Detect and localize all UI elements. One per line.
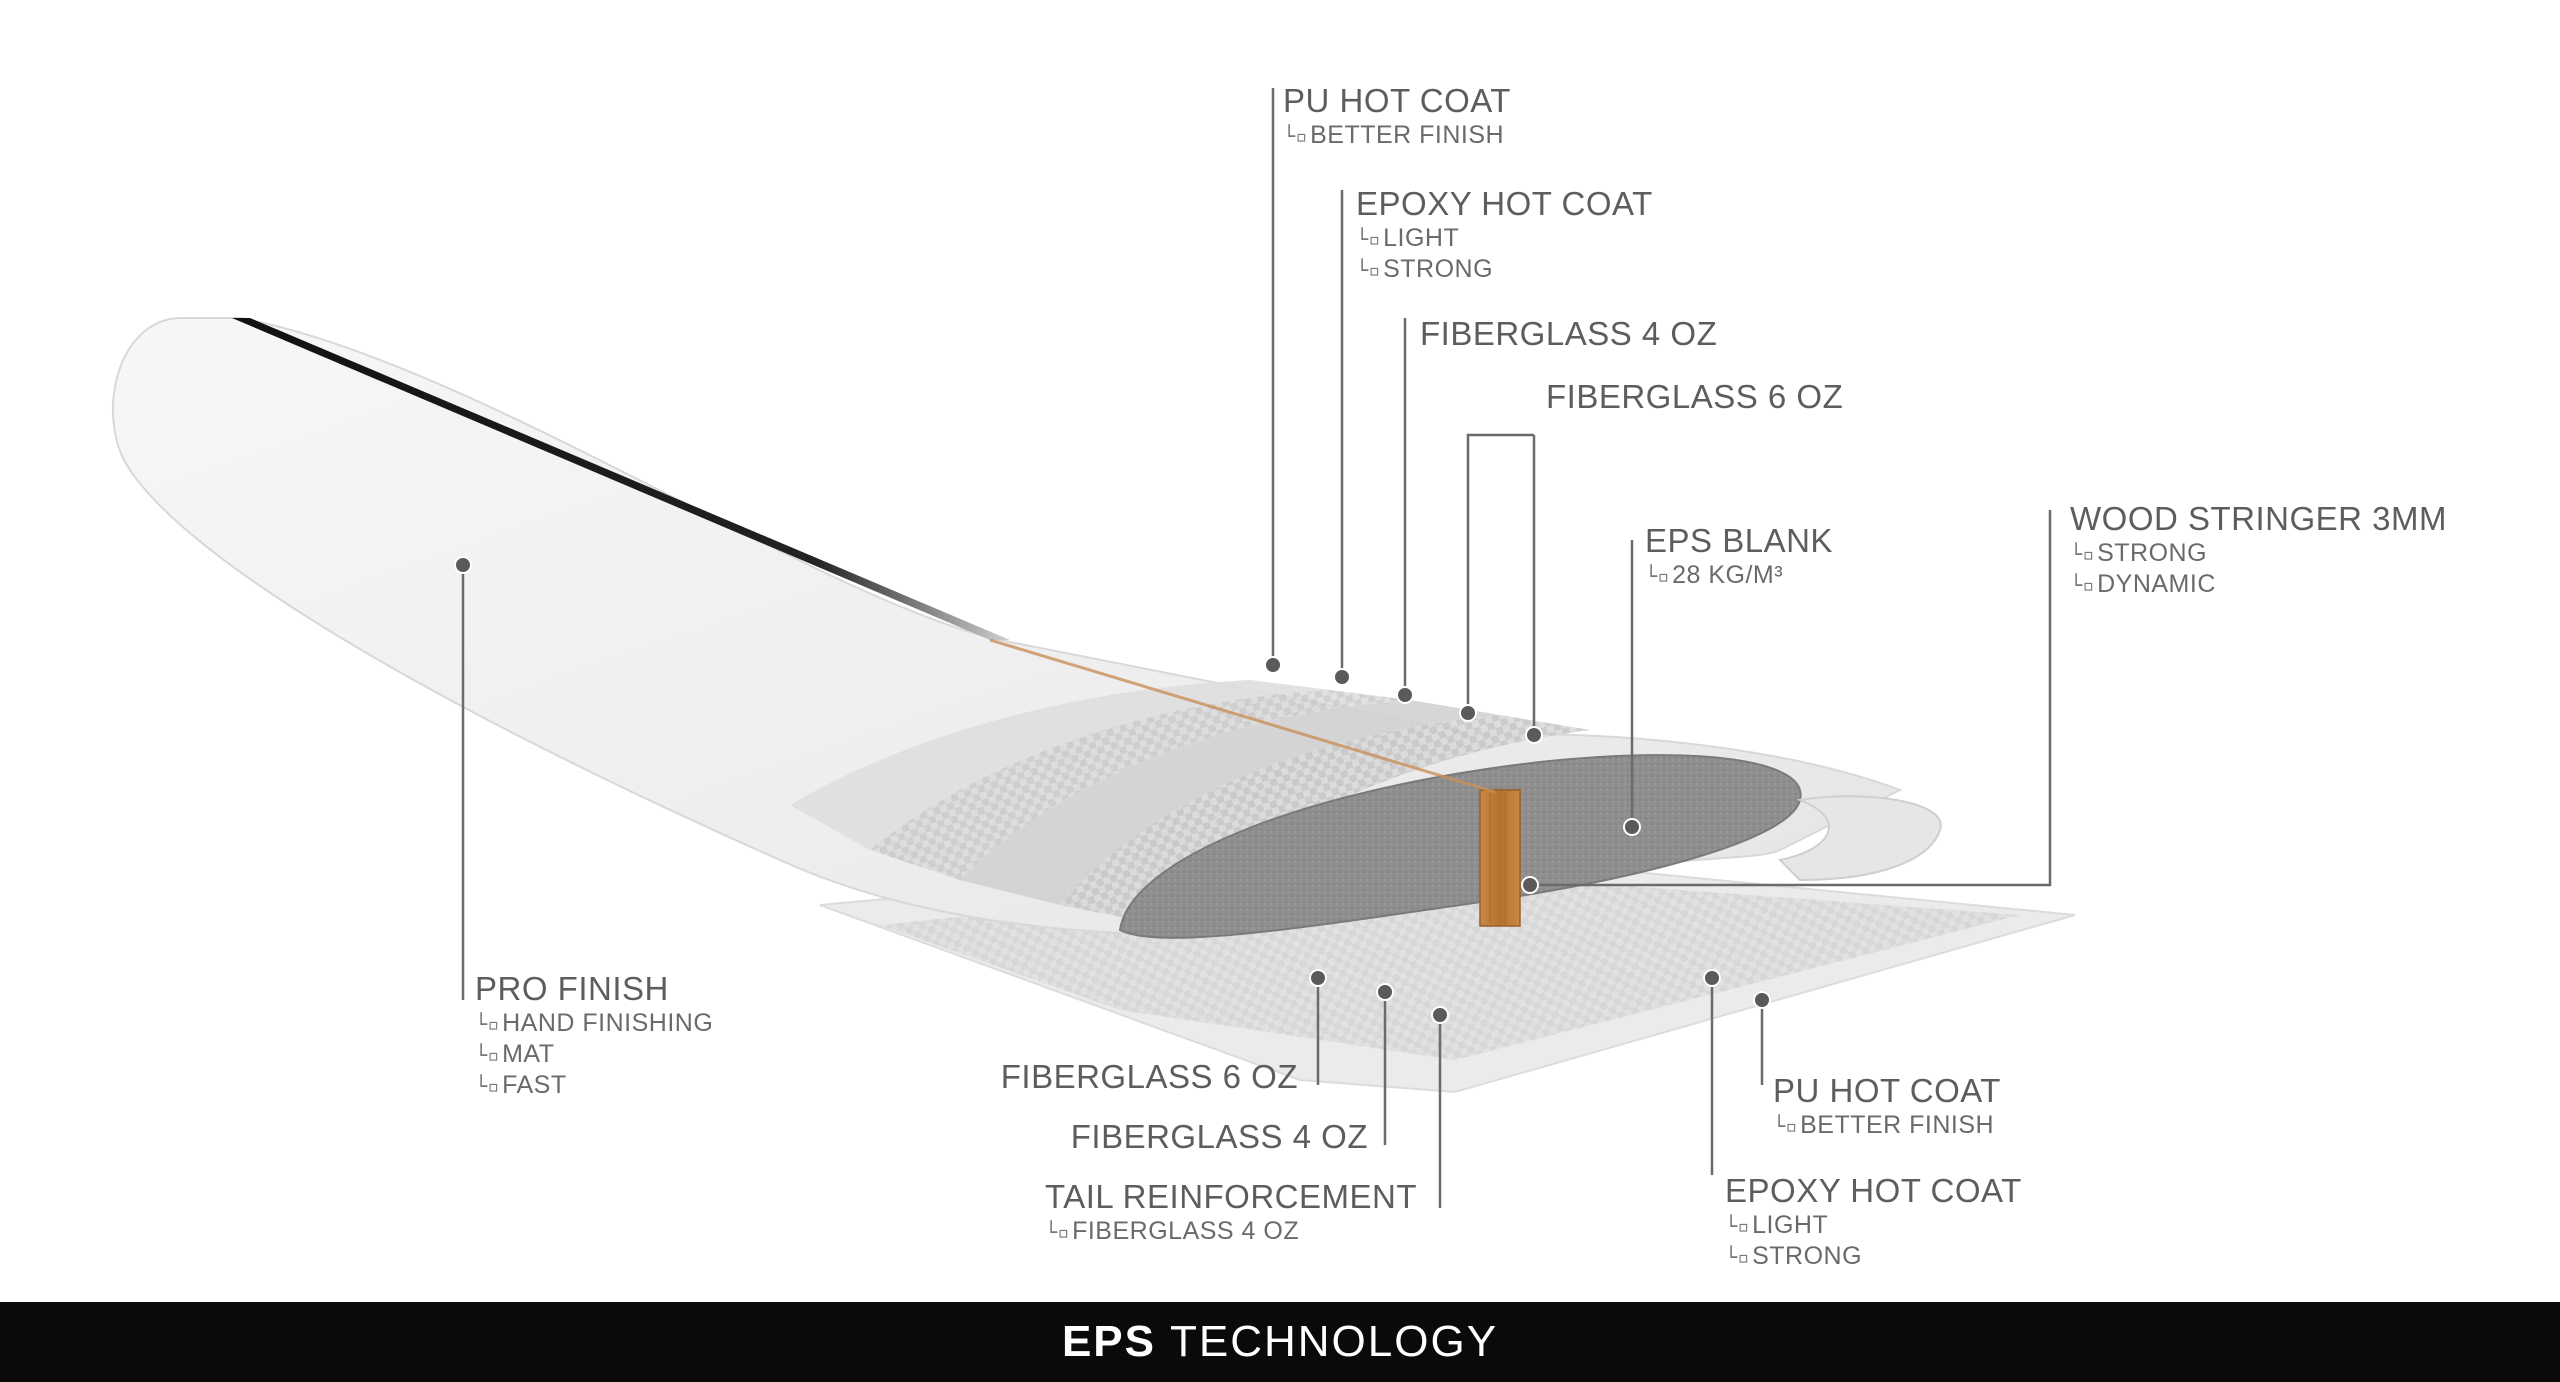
- label-fiberglass-4oz-top: FIBERGLASS 4 OZ: [1420, 315, 1717, 353]
- rail-glass-right: [1777, 795, 1942, 882]
- label-fiberglass-6oz-bottom: FIBERGLASS 6 OZ: [1001, 1058, 1298, 1096]
- label-title: EPS BLANK: [1645, 522, 1833, 559]
- label-title: WOOD STRINGER 3MM: [2070, 500, 2447, 537]
- layer-band-fg4: [960, 700, 1500, 905]
- label-sub: LIGHT: [1752, 1211, 1829, 1239]
- label-title: FIBERGLASS 6 OZ: [1546, 378, 1844, 415]
- label-sub: DYNAMIC: [2097, 570, 2216, 598]
- leader-lines: [461, 88, 2052, 1208]
- footer-text: TECHNOLOGY: [1170, 1317, 1499, 1366]
- label-sub: FIBERGLASS 4 OZ: [1072, 1217, 1300, 1245]
- label-epoxy-hot-coat-bottom: EPOXY HOT COAT └▫LIGHT └▫STRONG: [1725, 1172, 2022, 1272]
- label-sub: FAST: [502, 1071, 567, 1099]
- tree-glyph: └▫: [1283, 124, 1309, 148]
- deck-stripe: [232, 318, 1010, 640]
- label-title: PU HOT COAT: [1283, 82, 1511, 119]
- leader-dots: [454, 556, 1771, 1024]
- tree-glyph: └▫: [475, 1043, 501, 1067]
- label-title: FIBERGLASS 4 OZ: [1420, 315, 1718, 352]
- label-sub: 28 KG/M³: [1672, 561, 1784, 589]
- label-sub: MAT: [502, 1040, 555, 1068]
- tree-glyph: └▫: [1045, 1220, 1071, 1244]
- footer-banner: EPS TECHNOLOGY: [0, 1302, 2560, 1382]
- tree-glyph: └▫: [475, 1074, 501, 1098]
- label-title: PRO FINISH: [475, 970, 669, 1007]
- label-fiberglass-6oz-top: FIBERGLASS 6 OZ: [1546, 378, 1843, 416]
- label-sub: STRONG: [1383, 255, 1494, 283]
- label-pro-finish: PRO FINISH └▫HAND FINISHING └▫MAT └▫FAST: [475, 970, 713, 1101]
- label-tail-reinforcement: TAIL REINFORCEMENT └▫FIBERGLASS 4 OZ: [1045, 1178, 1417, 1247]
- label-eps-blank: EPS BLANK └▫28 KG/M³: [1645, 522, 1833, 591]
- footer-bold-text: EPS: [1061, 1317, 1156, 1366]
- tree-glyph: └▫: [2070, 542, 2096, 566]
- tree-glyph: └▫: [2070, 573, 2096, 597]
- tree-glyph: └▫: [1356, 258, 1382, 282]
- label-title: EPOXY HOT COAT: [1356, 185, 1653, 222]
- label-sub: BETTER FINISH: [1310, 121, 1505, 149]
- layer-band-pu: [790, 680, 1330, 850]
- label-title: PU HOT COAT: [1773, 1072, 2001, 1109]
- label-wood-stringer: WOOD STRINGER 3MM └▫STRONG └▫DYNAMIC: [2070, 500, 2447, 600]
- label-sub: BETTER FINISH: [1800, 1111, 1995, 1139]
- label-fiberglass-4oz-bottom: FIBERGLASS 4 OZ: [1071, 1118, 1368, 1156]
- label-pu-hot-coat-top: PU HOT COAT └▫BETTER FINISH: [1283, 82, 1511, 151]
- tree-glyph: └▫: [1725, 1214, 1751, 1238]
- label-title: EPOXY HOT COAT: [1725, 1172, 2022, 1209]
- label-title: FIBERGLASS 4 OZ: [1070, 1118, 1368, 1155]
- tree-glyph: └▫: [475, 1012, 501, 1036]
- tree-glyph: └▫: [1356, 227, 1382, 251]
- tree-glyph: └▫: [1725, 1245, 1751, 1269]
- tree-glyph: └▫: [1773, 1114, 1799, 1138]
- stringer-deck-line: [989, 638, 1496, 794]
- label-epoxy-hot-coat-top: EPOXY HOT COAT └▫LIGHT └▫STRONG: [1356, 185, 1653, 285]
- label-title: TAIL REINFORCEMENT: [1045, 1178, 1418, 1215]
- layer-band-epoxy: [870, 690, 1410, 880]
- tree-glyph: └▫: [1645, 564, 1671, 588]
- wood-stringer: [1479, 789, 1521, 927]
- label-sub: STRONG: [2097, 539, 2208, 567]
- label-sub: STRONG: [1752, 1242, 1863, 1270]
- label-sub: HAND FINISHING: [502, 1009, 714, 1037]
- label-pu-hot-coat-bottom: PU HOT COAT └▫BETTER FINISH: [1773, 1072, 2001, 1141]
- label-title: FIBERGLASS 6 OZ: [1000, 1058, 1298, 1095]
- label-sub: LIGHT: [1383, 224, 1460, 252]
